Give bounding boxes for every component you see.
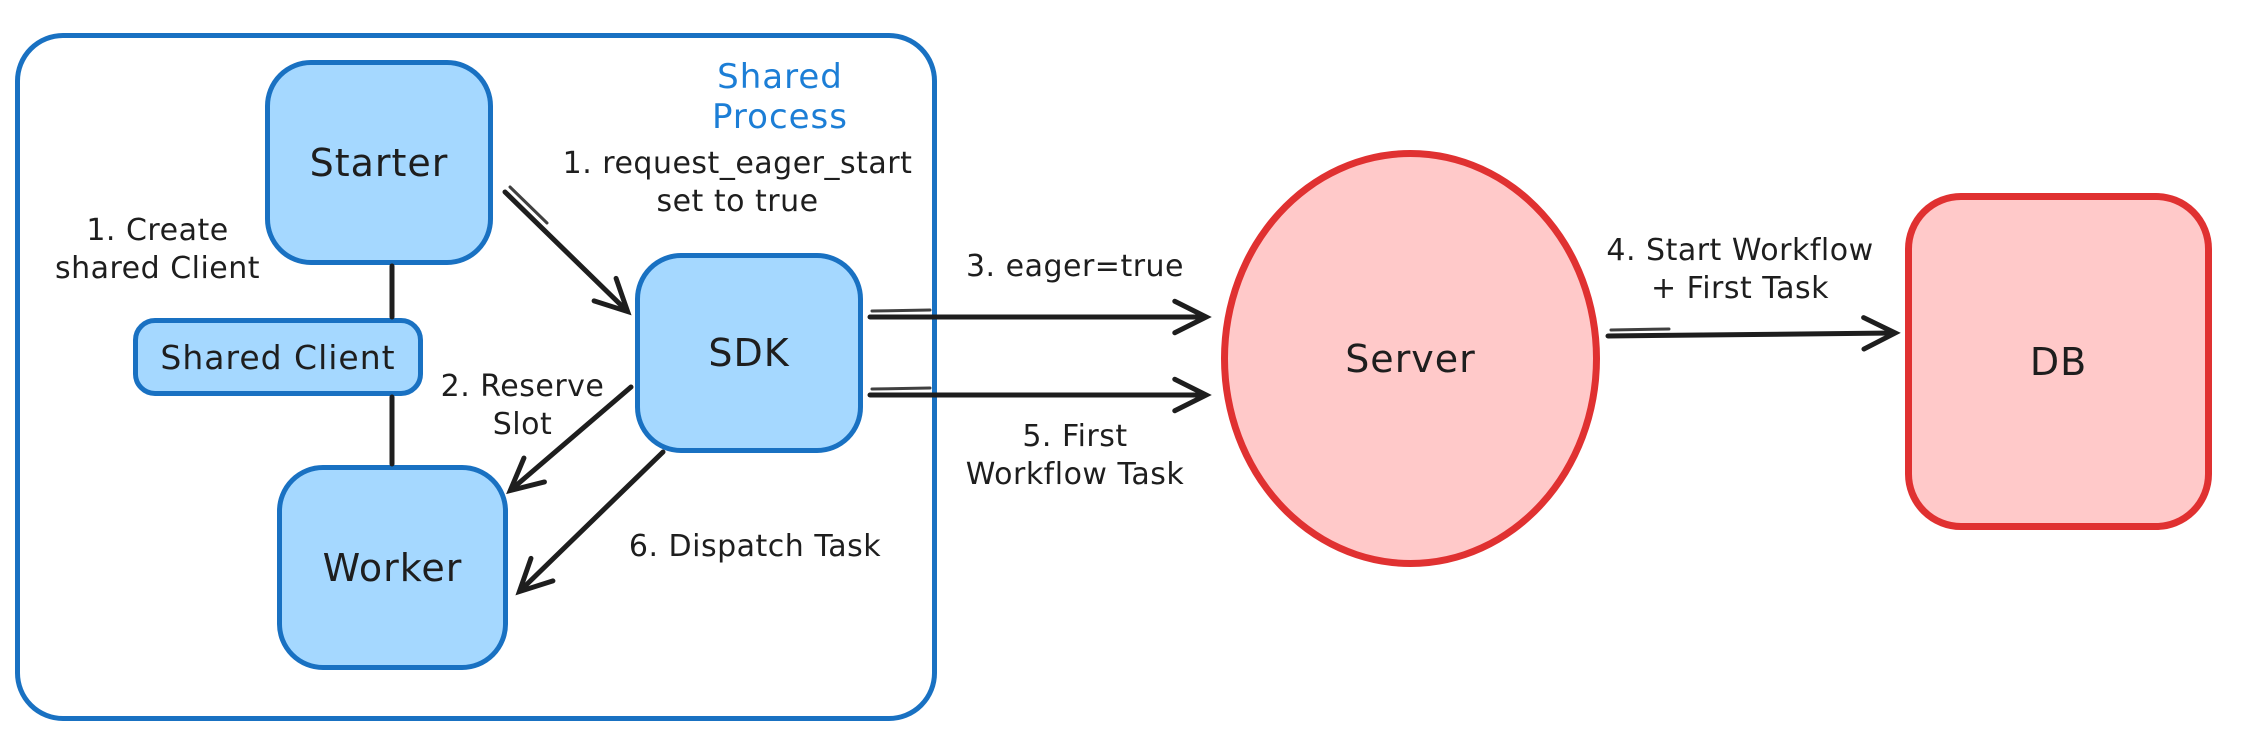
node-sdk: SDK [635, 253, 863, 453]
shared-process-group [15, 33, 937, 721]
node-server: Server [1221, 150, 1600, 567]
annotation-request-eager-start: 1. request_eager_start set to true [562, 146, 913, 219]
node-db-label: DB [2029, 339, 2088, 384]
annotation-first-workflow-task: 5. First Workflow Task [965, 419, 1185, 492]
node-sdk-label: SDK [708, 331, 790, 375]
node-starter: Starter [265, 60, 493, 265]
annotation-reserve-slot: 2. Reserve Slot [440, 369, 605, 442]
node-db: DB [1905, 193, 2212, 530]
node-server-label: Server [1345, 336, 1476, 381]
node-shared-client-label: Shared Client [160, 337, 396, 377]
annotation-start-workflow: 4. Start Workflow + First Task [1606, 233, 1874, 306]
edge-server-db-sketch [1609, 327, 1671, 332]
node-worker: Worker [277, 465, 508, 670]
node-worker-label: Worker [322, 545, 463, 590]
annotation-dispatch-task: 6. Dispatch Task [628, 529, 882, 564]
annotation-create-shared-client: 1. Create shared Client [54, 213, 261, 286]
shared-process-label: Shared Process [712, 57, 848, 137]
edge-server-db [1605, 315, 1901, 352]
node-starter-label: Starter [309, 140, 449, 185]
node-shared-client: Shared Client [133, 318, 423, 396]
annotation-eager-true: 3. eager=true [965, 249, 1185, 284]
